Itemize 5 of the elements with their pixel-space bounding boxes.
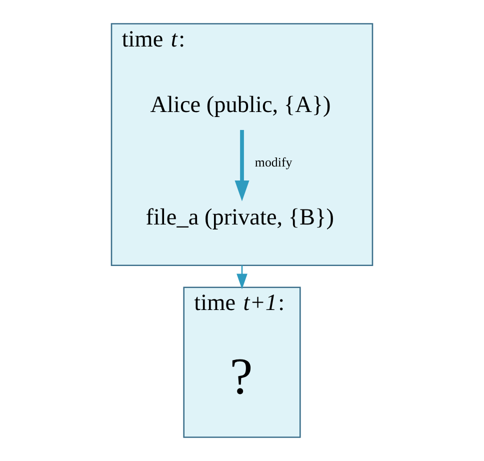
node-text: Alice (public, {A}) xyxy=(150,92,331,118)
edge-label: modify xyxy=(254,154,292,170)
arrow xyxy=(234,130,250,202)
node-text: file_a (private, {B}) xyxy=(146,204,334,231)
node-text: ? xyxy=(230,348,253,406)
